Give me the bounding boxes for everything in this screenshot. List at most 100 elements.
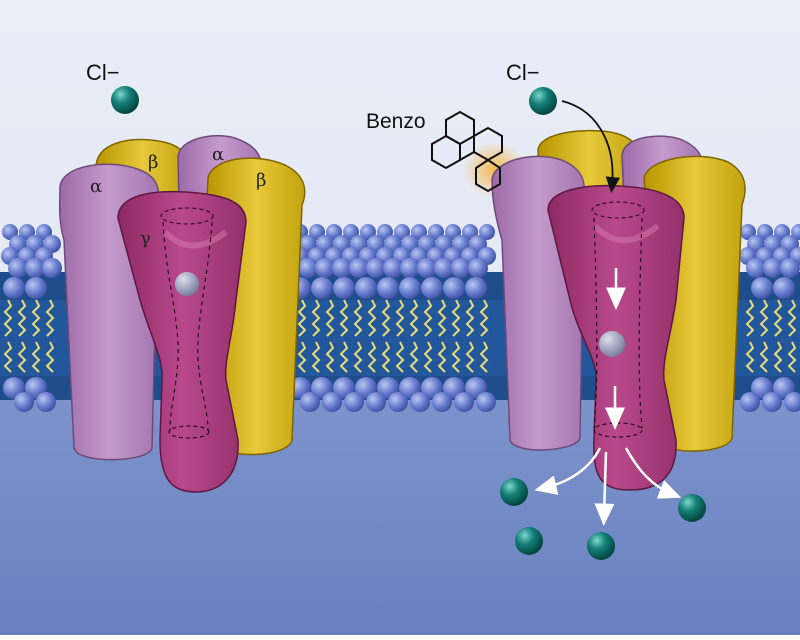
phospholipid-head — [451, 258, 471, 278]
phospholipid-head — [366, 258, 386, 278]
chloride-ion-left — [111, 86, 139, 114]
phospholipid-head — [432, 392, 452, 412]
lipid-tail — [759, 299, 769, 337]
label-beta-left-2: β — [256, 170, 266, 191]
ion-label-right: Cl− — [506, 60, 540, 85]
phospholipid-head — [298, 258, 318, 278]
phospholipid-head — [14, 392, 34, 412]
label-alpha-left-1: α — [212, 144, 224, 165]
lipid-tail — [3, 341, 13, 373]
phospholipid-head — [300, 392, 320, 412]
lipid-tail — [437, 299, 447, 337]
phospholipid-head — [479, 224, 495, 240]
phospholipid-head — [443, 277, 465, 299]
ion-entry-arrow-icon — [561, 100, 621, 194]
phospholipid-head — [388, 392, 408, 412]
lipid-tail — [325, 299, 335, 337]
lipid-tails — [3, 299, 797, 373]
phospholipid-head — [751, 277, 773, 299]
phospholipid-head — [25, 258, 45, 278]
phospholipid-head — [421, 277, 443, 299]
phospholipid-head — [8, 258, 28, 278]
phospholipid-head — [332, 258, 352, 278]
phospholipid-head — [333, 277, 355, 299]
gamma-subunit-left — [117, 190, 247, 493]
phospholipid-head — [417, 258, 437, 278]
lipid-tail — [745, 341, 755, 373]
phospholipid-head — [454, 392, 474, 412]
phospholipid-head — [784, 392, 800, 412]
lipid-tail — [787, 299, 797, 337]
phospholipid-head — [383, 258, 403, 278]
chloride-ion-right — [529, 87, 557, 115]
lipid-tail — [381, 341, 391, 373]
phospholipid-head — [366, 392, 386, 412]
lipid-tail — [45, 299, 55, 337]
lipid-tail — [339, 341, 349, 373]
lipid-tail — [325, 341, 335, 373]
lipid-tail — [395, 299, 405, 337]
lipid-tail — [773, 341, 783, 373]
label-beta-left-1: β — [148, 152, 158, 173]
ion-label-left: Cl− — [86, 60, 120, 85]
lipid-tail — [745, 299, 755, 337]
phospholipid-head — [762, 392, 782, 412]
phospholipid-head — [468, 258, 488, 278]
benzodiazepine-structure-icon — [431, 110, 503, 193]
phospholipid-head — [740, 392, 760, 412]
phospholipid-head — [476, 392, 496, 412]
lipid-tail — [31, 299, 41, 337]
receptor-open — [491, 129, 746, 526]
lipid-tail — [17, 341, 27, 373]
phospholipid-head — [36, 392, 56, 412]
receptor-closed: β α α β γ — [58, 135, 306, 493]
phospholipid-head — [355, 277, 377, 299]
lipid-tail — [367, 299, 377, 337]
lipid-tail — [759, 341, 769, 373]
lipid-tail — [31, 341, 41, 373]
phospholipid-head — [344, 392, 364, 412]
chloride-ion-in-4 — [678, 494, 706, 522]
lipid-tail — [3, 299, 13, 337]
chloride-ion-in-2 — [515, 527, 543, 555]
lipid-tail — [479, 299, 489, 337]
phospholipid-head — [400, 258, 420, 278]
lipid-tail — [367, 341, 377, 373]
lipid-tail — [339, 299, 349, 337]
label-gamma-left: γ — [140, 228, 151, 249]
lipid-tail — [297, 341, 307, 373]
lipid-tail — [395, 341, 405, 373]
chloride-ions-cytoplasm — [500, 478, 706, 560]
lipid-tail — [423, 299, 433, 337]
phospholipid-head — [42, 258, 62, 278]
phospholipid-head — [465, 277, 487, 299]
lipid-tail — [353, 341, 363, 373]
phospholipid-head — [746, 258, 766, 278]
label-alpha-left-2: α — [90, 176, 102, 197]
phospholipid-head — [410, 392, 430, 412]
phospholipid-head — [399, 277, 421, 299]
chloride-ion-in-1 — [500, 478, 528, 506]
lipid-tail — [437, 341, 447, 373]
lipid-tail — [409, 341, 419, 373]
drug-label: Benzo — [366, 110, 426, 133]
lipid-tail — [465, 299, 475, 337]
phospholipid-head — [763, 258, 783, 278]
phospholipid-head — [773, 277, 795, 299]
lipid-tail — [451, 299, 461, 337]
lipid-tail — [787, 341, 797, 373]
chloride-ion-in-3 — [587, 532, 615, 560]
phospholipid-head — [780, 258, 800, 278]
phospholipid-head — [434, 258, 454, 278]
lipid-tail — [773, 299, 783, 337]
gate-ball-left — [175, 272, 199, 296]
ion-flow-arrow-icon — [534, 268, 682, 526]
lipid-tail — [423, 341, 433, 373]
phospholipid-head — [315, 258, 335, 278]
lipid-tail — [479, 341, 489, 373]
lipid-tail — [451, 341, 461, 373]
lipid-tail — [45, 341, 55, 373]
lipid-tail — [381, 299, 391, 337]
phospholipid-head — [25, 277, 47, 299]
